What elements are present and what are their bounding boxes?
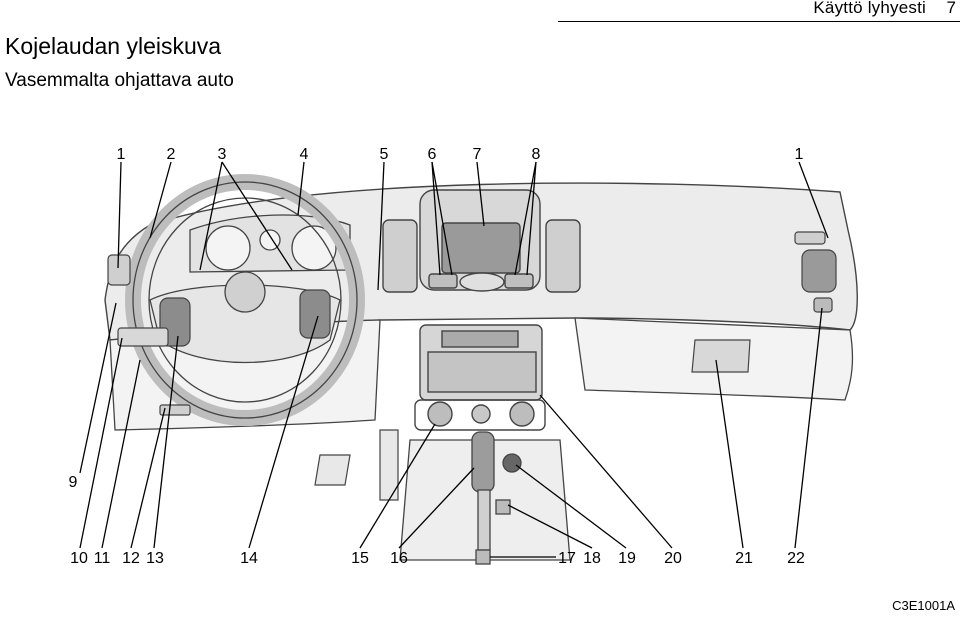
- callout-17: 17: [558, 550, 576, 567]
- callout-2: 2: [167, 146, 176, 163]
- page-number: 7: [946, 0, 956, 17]
- callout-14: 14: [240, 550, 258, 567]
- running-title: Käyttö lyhyesti: [813, 0, 926, 17]
- callout-1-left: 1: [117, 146, 126, 163]
- header-rule: [558, 21, 960, 22]
- callout-22: 22: [787, 550, 805, 567]
- left-side-details: [107, 254, 399, 501]
- callout-20: 20: [664, 550, 682, 567]
- callout-7: 7: [473, 146, 482, 163]
- callout-15: 15: [351, 550, 369, 567]
- callout-3: 3: [218, 146, 227, 163]
- callout-8: 8: [532, 146, 541, 163]
- callout-5: 5: [380, 146, 389, 163]
- page-header: Käyttö lyhyesti 7: [0, 0, 960, 24]
- figure-code: C3E1001A: [892, 598, 955, 613]
- instrument-cluster: [189, 214, 351, 273]
- callout-9: 9: [69, 474, 78, 491]
- callout-19: 19: [618, 550, 636, 567]
- leader-lines: [79, 161, 829, 558]
- callout-11: 11: [94, 550, 111, 567]
- center-console: [399, 431, 571, 565]
- callout-12: 12: [122, 550, 140, 567]
- callout-1-right: 1: [795, 146, 804, 163]
- callout-21: 21: [735, 550, 753, 567]
- callout-18: 18: [583, 550, 601, 567]
- right-side-details: [691, 231, 837, 373]
- callouts-bottom: 10 11 12 13 14 15 16 17 18 19 20 21 22: [70, 550, 805, 567]
- callouts-top: 1 2 3 4 5 6 7 8 1: [117, 146, 804, 163]
- section-title: Kojelaudan yleiskuva: [5, 33, 222, 59]
- callout-4: 4: [300, 146, 309, 163]
- steering-wheel: [125, 174, 365, 426]
- section-subtitle: Vasemmalta ohjattava auto: [5, 70, 234, 91]
- callout-13: 13: [146, 550, 164, 567]
- callout-10: 10: [70, 550, 88, 567]
- callout-6: 6: [428, 146, 437, 163]
- callout-16: 16: [390, 550, 408, 567]
